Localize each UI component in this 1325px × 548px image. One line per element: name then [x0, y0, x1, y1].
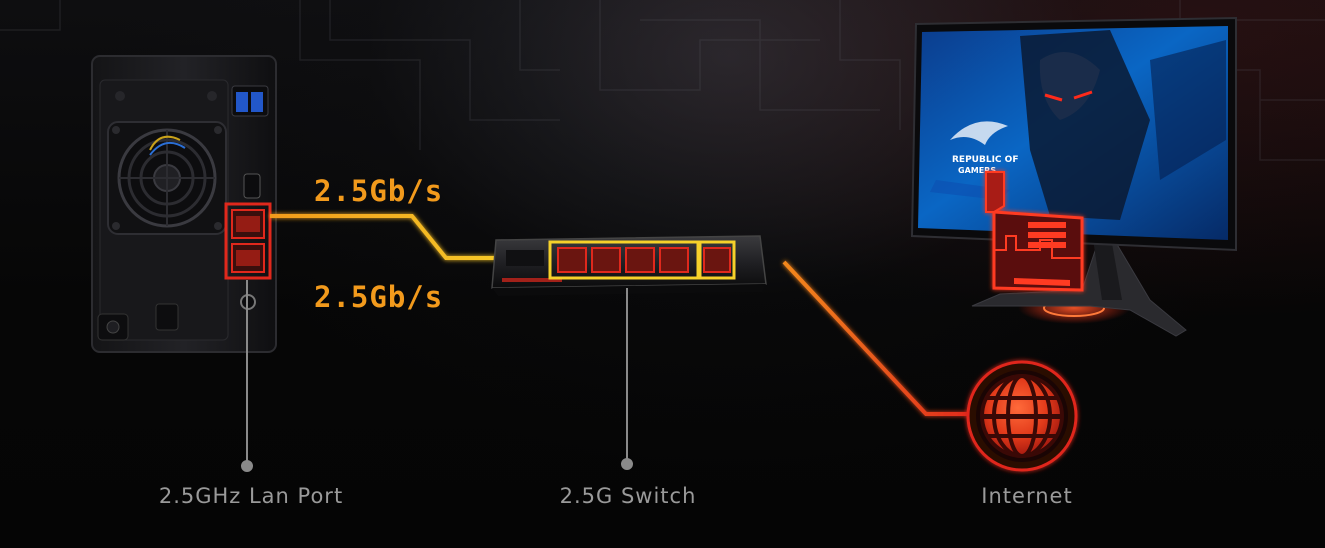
- speed-label-top: 2.5Gb/s: [314, 174, 444, 208]
- speed-label-bottom: 2.5Gb/s: [314, 280, 444, 314]
- callout-pointers: [241, 280, 633, 472]
- monitor-logo-line1: REPUBLIC OF: [952, 155, 1018, 165]
- caption-switch: 2.5G Switch: [559, 484, 697, 508]
- caption-internet: Internet: [981, 484, 1073, 508]
- nas-device-icon: [91, 55, 277, 353]
- network-switch-icon: [491, 235, 767, 296]
- monitor-logo-line2: GAMERS: [958, 166, 996, 175]
- network-card-icon: [985, 171, 1084, 292]
- caption-nas-lan-port: 2.5GHz Lan Port: [158, 484, 344, 508]
- globe-icon: [966, 360, 1078, 472]
